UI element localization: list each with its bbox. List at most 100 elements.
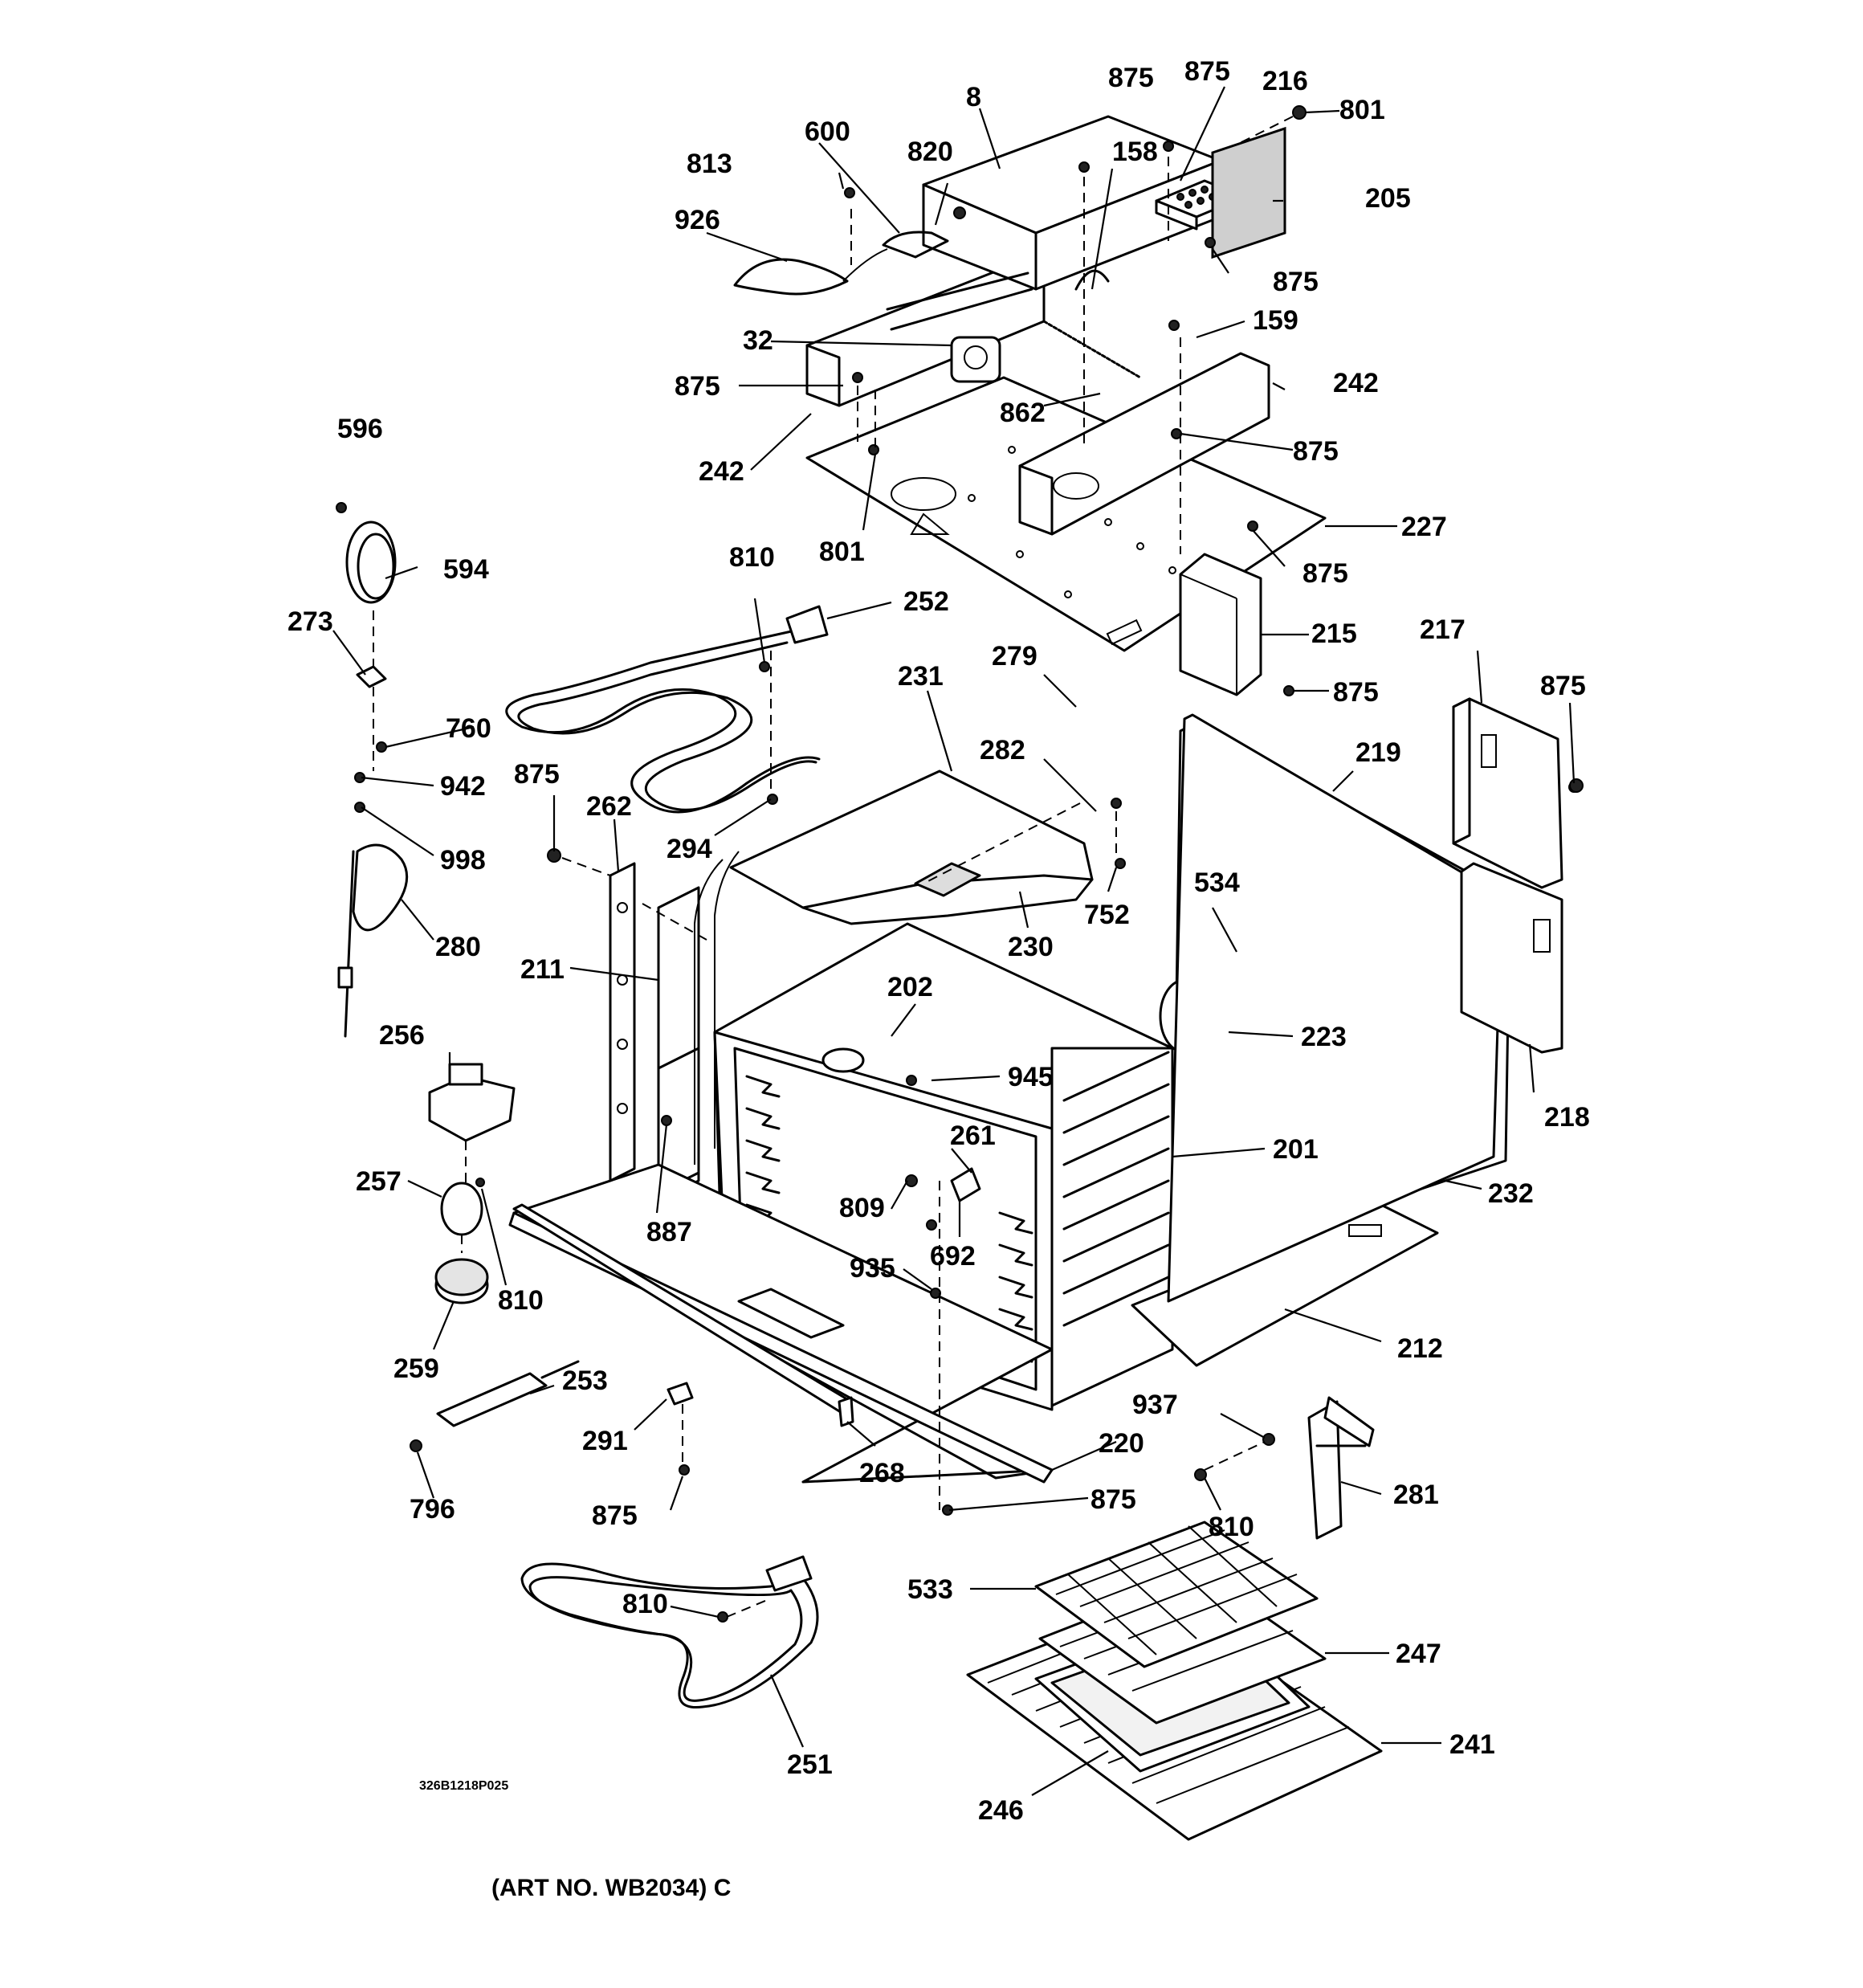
callout-875-i: 875 <box>514 759 560 790</box>
callout-253: 253 <box>562 1365 608 1396</box>
lens-259 <box>434 1258 489 1304</box>
callout-875-d: 875 <box>675 371 720 402</box>
callout-8: 8 <box>966 82 981 112</box>
callout-875-f: 875 <box>1302 558 1348 589</box>
callout-159: 159 <box>1253 305 1298 336</box>
callout-242-left: 242 <box>699 456 744 487</box>
callout-218: 218 <box>1544 1102 1590 1133</box>
callout-252: 252 <box>903 586 949 617</box>
door-switch-600 <box>733 231 949 296</box>
bake-element-251-top <box>505 605 829 814</box>
callout-242-right: 242 <box>1333 368 1379 398</box>
rear-cover-218 <box>1460 862 1563 1054</box>
callout-211: 211 <box>520 954 565 985</box>
lock-switch-862 <box>1042 320 1142 379</box>
wire-harness-594 <box>336 502 397 604</box>
callout-291: 291 <box>582 1426 628 1456</box>
broil-pan-bracket-281 <box>1307 1396 1375 1540</box>
drawing-number: 326B1218P025 <box>419 1779 508 1793</box>
callout-231: 231 <box>898 661 944 692</box>
probe-jack-253 <box>410 1360 580 1452</box>
callout-219: 219 <box>1355 737 1401 768</box>
callout-281: 281 <box>1393 1480 1439 1510</box>
callout-809: 809 <box>839 1193 885 1223</box>
side-rail-242-right <box>1018 352 1270 536</box>
callout-246: 246 <box>978 1795 1024 1826</box>
broil-element-251 <box>520 1555 819 1709</box>
light-bulb-257 <box>440 1178 485 1253</box>
callout-227: 227 <box>1401 512 1447 542</box>
callout-810-a: 810 <box>729 542 775 573</box>
grille-205 <box>1211 126 1286 259</box>
callout-937: 937 <box>1132 1390 1178 1420</box>
callout-280: 280 <box>435 932 481 962</box>
callout-875-a: 875 <box>1108 63 1154 93</box>
callout-594: 594 <box>443 554 489 585</box>
callout-998: 998 <box>440 845 486 876</box>
callout-223: 223 <box>1301 1022 1347 1052</box>
temp-sensor-280 <box>337 843 409 1038</box>
light-socket-256 <box>428 1063 516 1193</box>
callout-935: 935 <box>850 1253 895 1284</box>
callout-labels: 801 875 875 216 8 205 600 820 813 158 92… <box>287 56 1590 1826</box>
callout-202: 202 <box>887 972 933 1002</box>
callout-875-g: 875 <box>1333 677 1379 708</box>
hinge-262 <box>547 848 636 1182</box>
callout-247: 247 <box>1396 1639 1441 1669</box>
trim-strip-268 <box>512 1203 854 1427</box>
callout-256: 256 <box>379 1020 425 1051</box>
callout-813: 813 <box>687 149 732 179</box>
callout-875-b: 875 <box>1184 56 1230 87</box>
callout-692: 692 <box>930 1241 976 1272</box>
kick-panel-under <box>737 1288 845 1339</box>
callout-216: 216 <box>1262 66 1308 96</box>
callout-282: 282 <box>980 735 1025 765</box>
callout-257: 257 <box>356 1166 402 1197</box>
callout-760: 760 <box>446 713 491 744</box>
callout-945: 945 <box>1008 1062 1054 1092</box>
callout-217: 217 <box>1420 614 1466 645</box>
rear-cover-217 <box>1452 697 1584 889</box>
door-lock-motor-32 <box>886 271 1033 383</box>
callout-205: 205 <box>1365 183 1411 214</box>
callout-212: 212 <box>1397 1333 1443 1364</box>
callout-810-b: 810 <box>498 1285 544 1316</box>
callout-201: 201 <box>1273 1134 1319 1165</box>
callout-875-c: 875 <box>1273 267 1319 297</box>
callout-32: 32 <box>743 325 773 356</box>
callout-294: 294 <box>667 834 712 864</box>
retainer-291 <box>667 1382 694 1476</box>
callout-820: 820 <box>907 137 953 167</box>
alignment-lines-top <box>850 116 1294 554</box>
callout-268: 268 <box>859 1458 905 1488</box>
callout-533: 533 <box>907 1574 953 1605</box>
callout-887: 887 <box>646 1217 692 1247</box>
callout-875-h: 875 <box>1540 671 1586 701</box>
callout-251: 251 <box>787 1749 833 1780</box>
art-number: (ART NO. WB2034) C <box>491 1875 731 1901</box>
callout-158: 158 <box>1112 137 1158 167</box>
oven-rack-533 <box>1034 1521 1319 1668</box>
rear-shield-219 <box>1167 713 1503 1303</box>
bracket-215 <box>1179 553 1262 696</box>
callout-261: 261 <box>950 1121 996 1151</box>
callout-220: 220 <box>1099 1428 1144 1459</box>
callout-534: 534 <box>1194 867 1240 898</box>
callout-279: 279 <box>992 641 1037 672</box>
side-panel-211 <box>657 886 700 1202</box>
callout-875-j: 875 <box>592 1500 638 1531</box>
screw-set-center <box>661 798 1275 1516</box>
callout-241: 241 <box>1449 1729 1495 1760</box>
callout-273: 273 <box>287 606 333 637</box>
callout-875-k: 875 <box>1090 1484 1136 1515</box>
insulation-231-230 <box>694 769 1094 1165</box>
alignment-lines-center <box>642 802 1266 1510</box>
callout-259: 259 <box>393 1353 439 1384</box>
callout-600: 600 <box>805 116 850 147</box>
callout-262: 262 <box>586 791 632 822</box>
callout-232: 232 <box>1488 1178 1534 1209</box>
callout-215: 215 <box>1311 618 1357 649</box>
callout-801-top: 801 <box>1339 95 1385 125</box>
callout-810-c: 810 <box>1209 1512 1254 1542</box>
